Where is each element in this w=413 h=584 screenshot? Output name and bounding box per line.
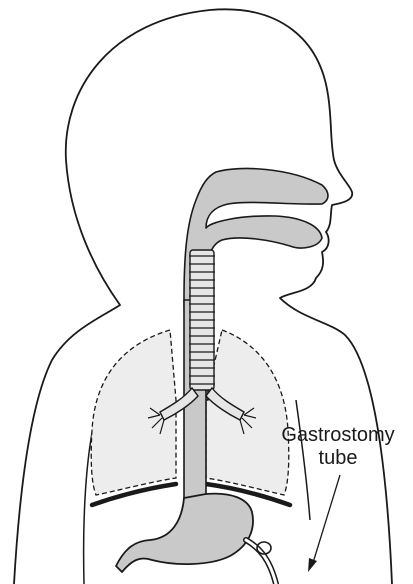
label-pointer: [308, 475, 340, 572]
gastrostomy-tube: [246, 540, 276, 584]
gastrostomy-label: Gastrostomy: [268, 424, 408, 446]
trachea: [189, 250, 215, 390]
tube-label: tube: [268, 447, 408, 469]
stomach: [116, 494, 253, 572]
